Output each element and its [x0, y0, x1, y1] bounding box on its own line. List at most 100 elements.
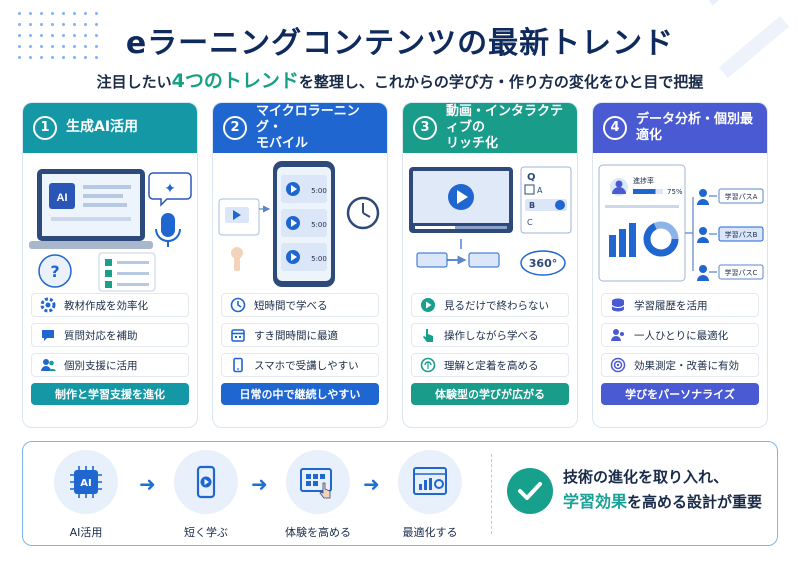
conclusion-line: 学習効果を高める設計が重要: [563, 489, 762, 515]
conclusion-text: 技術の進化を取り入れ、 学習効果を高める設計が重要: [563, 465, 762, 515]
conclusion-highlight: 学習効果: [563, 492, 628, 511]
card-number: 3: [413, 116, 437, 140]
learning-path-label: 学習パスB: [725, 230, 758, 239]
feature-item: 質問対応を補助: [31, 323, 189, 347]
trend-card-interactive-video: 3 動画・インタラクティブの リッチ化 Q A B C 360°: [402, 102, 578, 428]
card-title: 動画・インタラクティブの リッチ化: [446, 104, 567, 153]
page-title: eラーニングコンテンツの最新トレンド: [125, 26, 675, 61]
video-duration: 5:00: [311, 255, 327, 263]
calendar-icon: [230, 327, 246, 343]
card-footer: 体験型の学びが広がる: [411, 383, 569, 405]
card-title: マイクロラーニング・ モバイル: [256, 104, 377, 153]
card-title: データ分析・個別最適化: [636, 111, 754, 143]
smartphone-play-icon: [174, 450, 238, 514]
divider: [491, 454, 492, 534]
ai-chip-icon: AI: [54, 450, 118, 514]
ai-chip-label: AI: [57, 192, 68, 204]
quiz-option: A: [537, 186, 543, 195]
flow-step-label: 体験を高める: [285, 526, 351, 539]
trend-card-data-analytics: 4 データ分析・個別最適化 進捗率 75% 学習パスA: [592, 102, 768, 428]
progress-label: 進捗率: [633, 176, 654, 185]
card-number: 1: [33, 116, 57, 140]
card-header: 4 データ分析・個別最適化: [593, 103, 767, 153]
page-subtitle: 注目したい4つのトレンドを整理し、これからの学び方・作り方の変化をひと目で把握: [0, 66, 800, 93]
brain-icon: [420, 357, 436, 373]
feature-label: スマホで受講しやすい: [254, 359, 359, 372]
card-footer: 日常の中で継続しやすい: [221, 383, 379, 405]
card-header: 1 生成AI活用: [23, 103, 197, 153]
conclusion-line: 技術の進化を取り入れ、: [563, 468, 729, 486]
feature-label: 理解と定着を高める: [444, 359, 539, 372]
decorative-stripe: [700, 0, 800, 6]
question-mark: ?: [50, 262, 59, 281]
person-icon: [610, 327, 626, 343]
feature-item: 個別支援に活用: [31, 353, 189, 377]
flow-step-label: AI活用: [69, 526, 103, 539]
quiz-option: C: [527, 218, 533, 227]
feature-label: 個別支援に活用: [64, 359, 138, 372]
svg-text:✦: ✦: [164, 181, 176, 197]
conclusion-text-tail: を高める設計が重要: [627, 493, 763, 511]
trend-card-microlearning: 2 マイクロラーニング・ モバイル 5:00 5:00 5:00: [212, 102, 388, 428]
card-header: 3 動画・インタラクティブの リッチ化: [403, 103, 577, 153]
analytics-icon: [398, 450, 462, 514]
card-footer: 学びをパーソナライズ: [601, 383, 759, 405]
feature-item: 効果測定・改善に有効: [601, 353, 759, 377]
clock-icon: [230, 297, 246, 313]
feature-label: 教材作成を効率化: [64, 299, 148, 312]
smartphone-illustration: 5:00 5:00 5:00: [213, 153, 387, 293]
flow-step: 最適化する: [385, 450, 475, 540]
card-footer: 制作と学習支援を進化: [31, 383, 189, 405]
feature-item: 操作しながら学べる: [411, 323, 569, 347]
feature-label: 見るだけで終わらない: [444, 299, 549, 312]
card-title-line: モバイル: [256, 136, 309, 152]
feature-label: 短時間で学べる: [254, 299, 328, 312]
subtitle-text: 注目したい: [96, 73, 172, 91]
feature-item: 学習履歴を活用: [601, 293, 759, 317]
card-title-line: 動画・インタラクティブの: [446, 103, 564, 135]
dashboard-illustration: 進捗率 75% 学習パスA 学習パスB 学習パスC: [593, 153, 767, 293]
card-title-line: マイクロラーニング・: [256, 103, 360, 135]
feature-item: 一人ひとりに最適化: [601, 323, 759, 347]
video-duration: 5:00: [311, 187, 327, 195]
flow-step-label: 最適化する: [402, 526, 458, 539]
target-icon: [610, 357, 626, 373]
subtitle-highlight: 4つのトレンド: [171, 70, 299, 92]
feature-label: 学習履歴を活用: [634, 299, 708, 312]
progress-fill: [633, 189, 656, 194]
play-icon: [420, 297, 436, 313]
feature-item: 見るだけで終わらない: [411, 293, 569, 317]
learning-path-label: 学習パスA: [725, 192, 758, 201]
summary-flow-panel: AI AI活用 ➜ 短く学ぶ ➜ 体験を高める ➜ 最適化する 技術の進化を取り…: [22, 441, 778, 546]
feature-item: 短時間で学べる: [221, 293, 379, 317]
card-number: 4: [603, 116, 627, 140]
arrow-right-icon: ➜: [251, 472, 268, 496]
progress-value: 75%: [667, 188, 683, 196]
feature-item: すき間時間に最適: [221, 323, 379, 347]
laptop-ai-illustration: AI ✦ ?: [23, 153, 197, 293]
feature-label: 質問対応を補助: [64, 329, 138, 342]
learning-paths: 学習パスA 学習パスB 学習パスC: [685, 188, 764, 281]
chat-icon: [40, 327, 56, 343]
card-title: 生成AI活用: [66, 119, 139, 136]
quiz-q: Q: [527, 172, 536, 183]
feature-label: 効果測定・改善に有効: [634, 359, 739, 372]
checkmark-icon: [507, 468, 553, 514]
feature-item: 理解と定着を高める: [411, 353, 569, 377]
card-title-line: リッチ化: [446, 136, 499, 152]
360-badge: 360°: [529, 257, 557, 270]
video-duration: 5:00: [311, 221, 327, 229]
feature-label: 操作しながら学べる: [444, 329, 539, 342]
feature-item: 教材作成を効率化: [31, 293, 189, 317]
subtitle-text: を整理し、これからの学び方・作り方の変化をひと目で把握: [298, 73, 704, 91]
svg-text:AI: AI: [80, 478, 91, 489]
feature-item: スマホで受講しやすい: [221, 353, 379, 377]
feature-label: 一人ひとりに最適化: [634, 329, 729, 342]
quiz-option: B: [529, 201, 535, 210]
touch-screen-icon: [286, 450, 350, 514]
card-header: 2 マイクロラーニング・ モバイル: [213, 103, 387, 153]
flow-step: 短く学ぶ: [161, 450, 251, 540]
flow-step: 体験を高める: [273, 450, 363, 540]
smartphone-icon: [230, 357, 246, 373]
flow-step: AI AI活用: [41, 450, 131, 540]
